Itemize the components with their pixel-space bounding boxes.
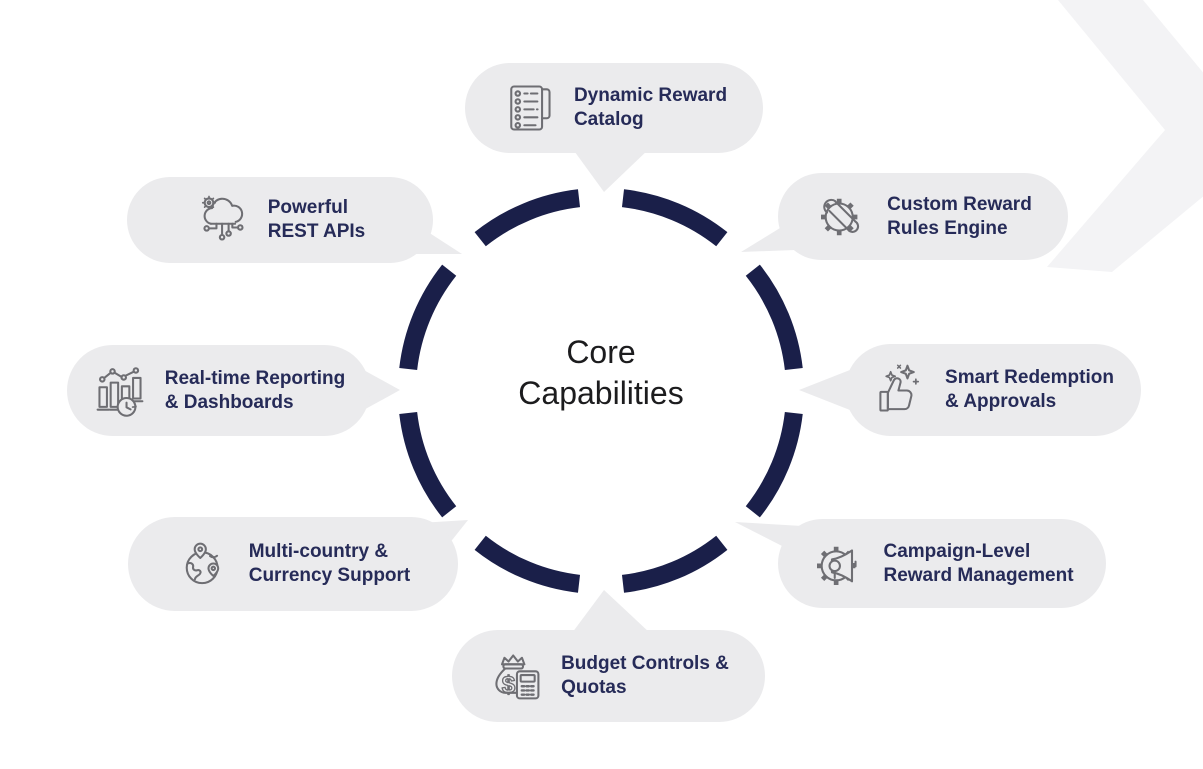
bubble-label: Custom Reward Rules Engine: [887, 193, 1032, 239]
bubble-smart-redemption-approvals: Smart Redemption & Approvals: [845, 344, 1141, 436]
bubble-budget-controls-quotas: $ Budget Controls & Quotas: [452, 630, 765, 722]
bubble-tail: [572, 148, 650, 192]
bubble-label: Smart Redemption & Approvals: [945, 367, 1114, 412]
moneybag-calculator-icon: $: [488, 647, 544, 705]
segmented-ring: [399, 189, 803, 593]
ring-arc: [474, 189, 581, 247]
bubble-custom-reward-rules-engine: Custom Reward Rules Engine: [778, 173, 1068, 260]
bubble-campaign-level-reward-management: Campaign-Level Reward Management: [778, 519, 1106, 608]
bubble-dynamic-reward-catalog: Dynamic Reward Catalog: [465, 63, 763, 153]
bubble-label: Campaign-Level Reward Management: [883, 540, 1074, 586]
chart-clock-icon: [92, 362, 148, 420]
gear-megaphone-icon: [810, 535, 866, 593]
bubble-label: Powerful REST APIs: [267, 197, 366, 242]
globe-pins-icon: [176, 535, 232, 593]
bubble-tail: [360, 368, 400, 412]
bubble-label: Real-time Reporting & Dashboards: [164, 367, 346, 413]
bubble-tail: [572, 590, 650, 633]
ring-arc: [745, 411, 803, 518]
ring-arc: [399, 264, 457, 371]
bubble-multicountry-currency-support: Multi-country & Currency Support: [128, 517, 458, 611]
bubble-powerful-rest-apis: Powerful REST APIs: [127, 177, 433, 263]
svg-text:$: $: [502, 671, 516, 698]
gear-wrench-icon: [814, 188, 870, 246]
catalog-list-icon: [501, 79, 557, 137]
ring-arc: [621, 189, 728, 247]
ring-arc: [621, 535, 728, 593]
bubble-label: Budget Controls & Quotas: [561, 653, 729, 698]
bubble-realtime-reporting-dashboards: Real-time Reporting & Dashboards: [67, 345, 370, 436]
bubble-label: Multi-country & Currency Support: [248, 541, 411, 586]
ring-arc: [745, 264, 803, 371]
ring-arc: [399, 411, 457, 518]
bubble-label: Dynamic Reward Catalog: [573, 85, 728, 130]
thumbs-up-sparkle-icon: [872, 361, 928, 419]
center-title: Core Capabilities: [518, 334, 684, 411]
chevron-decoration-icon: [1047, 0, 1203, 272]
ring-arc: [474, 535, 581, 593]
bubble-tail: [799, 368, 855, 412]
cloud-api-icon: [195, 191, 251, 249]
